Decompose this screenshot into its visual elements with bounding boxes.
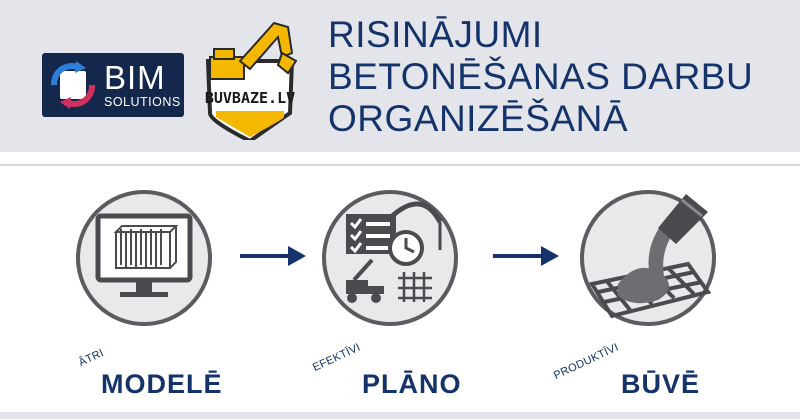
title-line: BETONĒŠANAS DARBU	[328, 56, 754, 97]
buvbaze-logo-word: BUVBAZE.LV	[204, 89, 296, 107]
buvbaze-logo: BUVBAZE.LV	[200, 17, 300, 144]
step-label: MODELĒ	[101, 369, 223, 399]
step-adjective: EFEKTĪVI	[310, 341, 363, 374]
plan-schedule-icon	[322, 190, 458, 326]
bim-logo-word: BIM	[104, 59, 166, 96]
title-line: RISINĀJUMI	[328, 14, 543, 55]
header-divider	[0, 164, 800, 166]
step-label: BŪVĒ	[621, 369, 701, 399]
bim-solutions-logo: BIM SOLUTIONS	[42, 53, 184, 117]
monitor-rebar-icon	[76, 190, 212, 326]
page-title: RISINĀJUMI BETONĒŠANAS DARBU ORGANIZĒŠAN…	[328, 14, 753, 140]
arrow-right-icon	[240, 246, 306, 266]
concrete-pour-icon	[580, 190, 716, 326]
arrow-right-icon	[493, 246, 559, 266]
bim-cycle-icon	[50, 61, 96, 109]
excavator-shield-icon	[205, 21, 298, 144]
step-label: PLĀNO	[362, 369, 462, 399]
step-adjective: PRODUKTĪVI	[551, 341, 621, 382]
footer-band	[0, 412, 800, 419]
title-line: ORGANIZĒŠANĀ	[328, 98, 628, 139]
step-adjective: ĀTRI	[76, 347, 106, 369]
bim-logo-subtitle: SOLUTIONS	[104, 95, 181, 109]
